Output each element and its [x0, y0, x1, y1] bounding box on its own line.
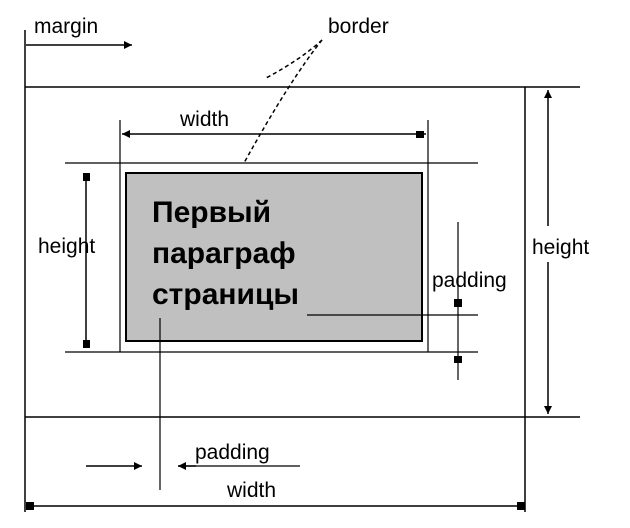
paragraph-line-3: страницы — [152, 278, 299, 311]
inner-height-tick-bottom — [83, 340, 90, 348]
paragraph-line-1: Первый — [152, 196, 271, 229]
padding-right-label: padding — [432, 269, 507, 292]
padding-bottom-label: padding — [195, 441, 270, 464]
outer-width-tick-right — [517, 502, 525, 510]
outer-width-tick-left — [26, 502, 34, 510]
inner-height-tick-top — [83, 173, 90, 181]
outer-height-label: height — [532, 236, 589, 259]
border-leader-dashed-2 — [243, 39, 323, 164]
inner-width-tick — [416, 131, 424, 138]
padding-right-tick-top — [454, 299, 462, 307]
border-label: border — [328, 15, 389, 38]
outer-width-label: width — [226, 479, 276, 502]
padding-right-tick-bottom — [454, 356, 462, 363]
inner-height-label: height — [38, 235, 95, 258]
paragraph-line-2: параграф — [152, 237, 296, 270]
margin-label: margin — [34, 15, 98, 38]
inner-width-label: width — [179, 108, 229, 131]
border-leader-dashed — [265, 39, 323, 79]
paragraph-box — [125, 172, 423, 342]
